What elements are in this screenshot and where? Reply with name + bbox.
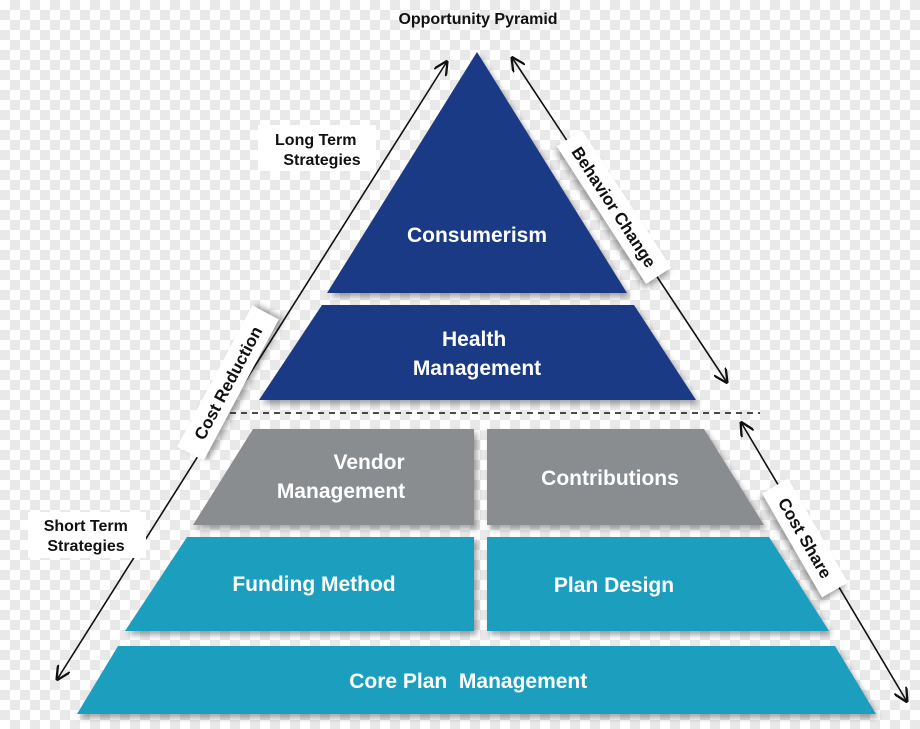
long-term-label-bg [258,125,376,171]
consumerism-segment [327,52,627,293]
vendor-management-segment [193,429,474,525]
consumerism-label: Consumerism [407,224,547,247]
health-management-segment [259,305,696,400]
diagram-title: Opportunity Pyramid [398,11,557,28]
plan-design-segment [487,537,829,631]
plan-design-label: Plan Design [554,574,674,597]
funding-method-label: Funding Method [232,573,395,596]
core-plan-management-segment [77,646,876,714]
long-term-strategies-label: Long Term Strategies [275,132,361,169]
health-management-label: Health Management [413,328,541,380]
left-double-arrow [58,63,446,678]
core-plan-management-label: Core Plan Management [0,0,605,693]
contributions-segment [487,429,764,525]
vendor-management-label: Vendor Management [277,451,411,503]
short-term-label-bg [28,512,146,558]
svg-text:Cost Reduction: Cost Reduction [191,323,267,443]
funding-method-segment [125,537,474,631]
contributions-label: Contributions [541,467,679,490]
short-term-strategies-label: Short Term Strategies [44,518,133,555]
